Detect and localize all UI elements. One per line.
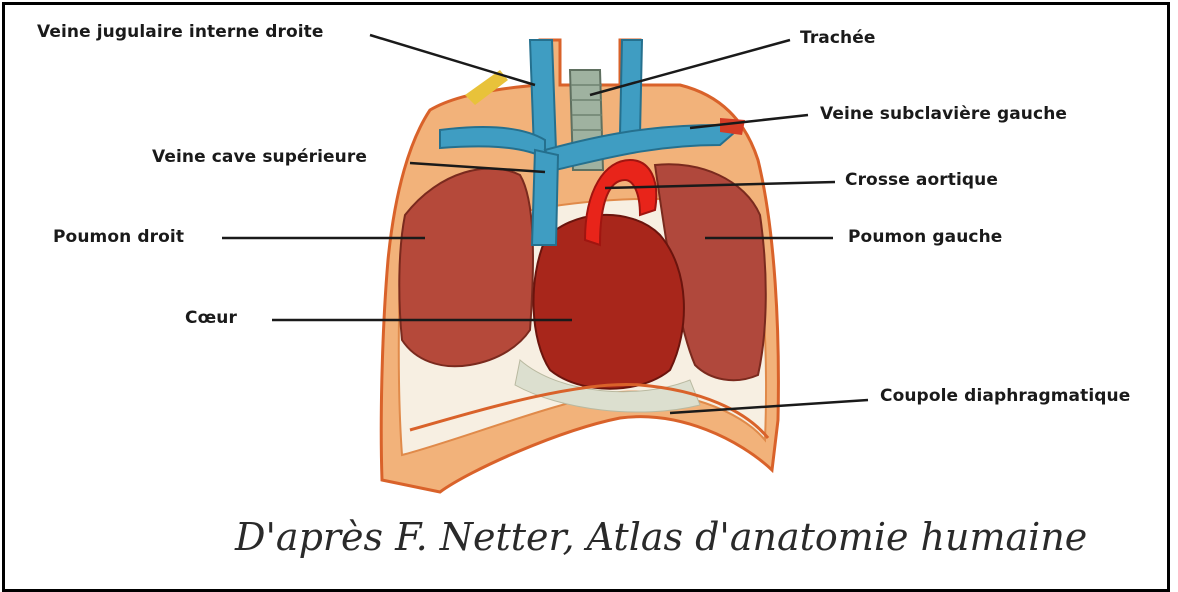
label-trachea: Trachée — [800, 28, 876, 48]
label-aortic-arch: Crosse aortique — [845, 170, 998, 190]
label-left-lung: Poumon gauche — [848, 227, 1002, 247]
label-subclavian-vein: Veine subclavière gauche — [820, 104, 1067, 124]
label-heart: Cœur — [185, 308, 237, 328]
left-jugular-vein — [620, 40, 642, 135]
label-vena-cava: Veine cave supérieure — [152, 147, 367, 167]
label-right-lung: Poumon droit — [53, 227, 184, 247]
leader-jugular — [370, 35, 535, 85]
figure-caption: D'après F. Netter, Atlas d'anatomie huma… — [235, 515, 1087, 559]
label-diaphragm: Coupole diaphragmatique — [880, 386, 1130, 406]
right-lung — [399, 168, 533, 366]
superior-vena-cava — [532, 150, 558, 245]
right-jugular-vein — [530, 40, 556, 150]
left-subclavian-artery — [720, 118, 745, 135]
label-jugular-vein: Veine jugulaire interne droite — [37, 22, 324, 42]
